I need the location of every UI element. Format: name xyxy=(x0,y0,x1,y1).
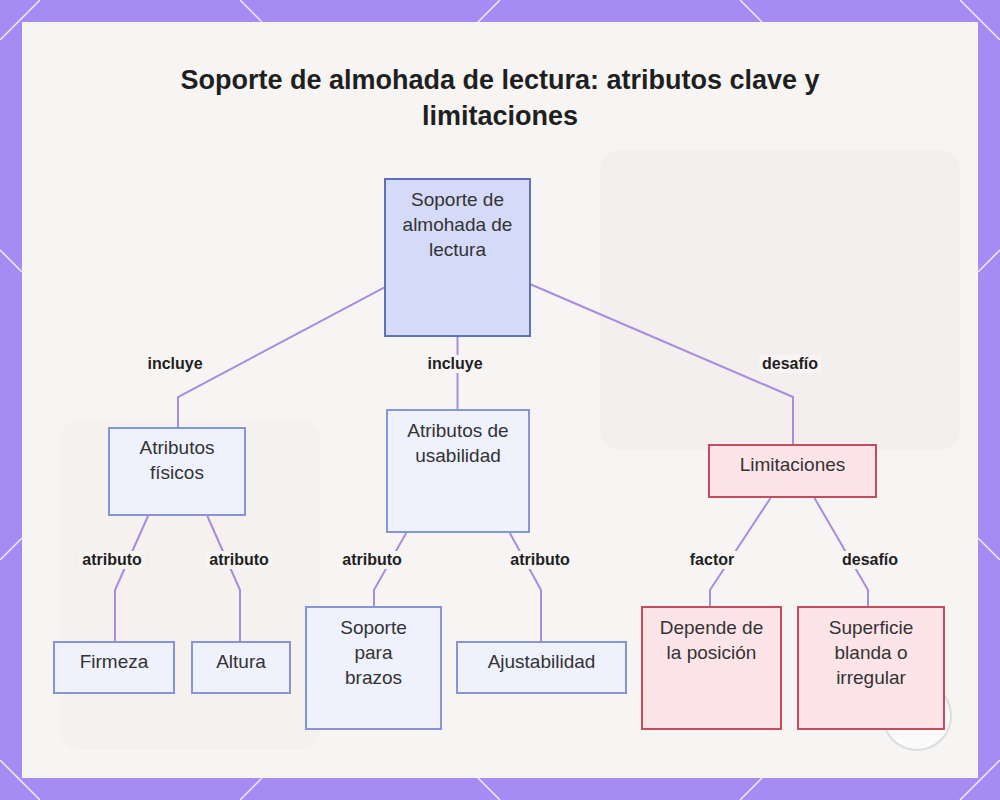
connector-line xyxy=(457,337,459,409)
connector-line xyxy=(207,516,240,641)
node-text: Superficie blanda o irregular xyxy=(811,615,931,690)
edge-label: incluye xyxy=(144,355,205,373)
edge-label: incluye xyxy=(424,355,485,373)
edge-label: desafío xyxy=(839,551,901,569)
concept-box: Superficie blanda o irregular xyxy=(797,606,945,730)
edge-label: factor xyxy=(687,551,737,569)
concept-box: Depende de la posición xyxy=(641,606,782,730)
node-text: Soporte de almohada de lectura xyxy=(392,187,523,262)
node-text: Atributos físicos xyxy=(120,435,234,485)
content-panel xyxy=(22,22,978,778)
concept-box: Limitaciones xyxy=(708,444,877,498)
concept-box: Atributos físicos xyxy=(108,427,246,516)
node-text: Soporte para brazos xyxy=(325,615,422,690)
node-text: Limitaciones xyxy=(740,452,846,477)
connector-line xyxy=(510,533,541,641)
concept-box: Firmeza xyxy=(53,641,175,694)
edge-label: atributo xyxy=(507,551,573,569)
connector-line xyxy=(531,285,793,444)
concept-box: Ajustabilidad xyxy=(456,641,627,694)
edge-label: atributo xyxy=(79,551,145,569)
concept-box: Soporte para brazos xyxy=(305,606,442,730)
connector-line xyxy=(374,533,406,606)
edge-label: desafío xyxy=(759,355,821,373)
node-text: Firmeza xyxy=(80,649,149,674)
node-text: Atributos de usabilidad xyxy=(398,418,518,468)
root-box: Soporte de almohada de lectura xyxy=(384,178,531,337)
node-text: Depende de la posición xyxy=(659,615,764,665)
blurred-photo xyxy=(60,150,960,750)
concept-box: Altura xyxy=(191,641,291,694)
connector-line xyxy=(115,516,148,641)
node-text: Ajustabilidad xyxy=(488,649,596,674)
edge-label: atributo xyxy=(339,551,405,569)
connector-line xyxy=(178,288,384,427)
diagram-title: Soporte de almohada de lectura: atributo… xyxy=(150,62,850,134)
edge-label: atributo xyxy=(206,551,272,569)
node-text: Altura xyxy=(216,649,266,674)
concept-box: Atributos de usabilidad xyxy=(386,409,530,533)
